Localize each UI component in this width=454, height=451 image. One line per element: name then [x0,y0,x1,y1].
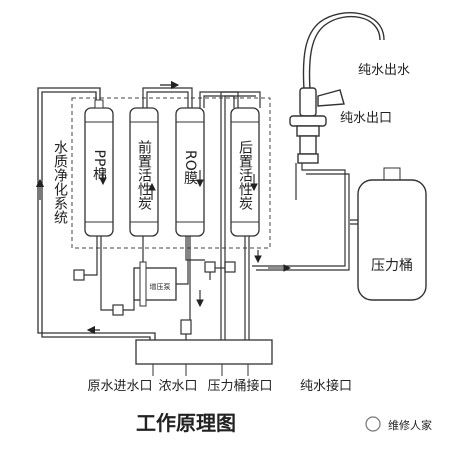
port-raw-in: 原水进水口 [87,379,152,394]
system-dashed-box [71,97,271,249]
port-concentrate: 浓水口 [158,379,197,394]
pressure-tank-label: 压力桶 [371,258,413,274]
pressure-tank-shape [357,167,427,301]
lower-piping [73,236,236,340]
filter-label-ro: RO膜 [182,150,198,185]
svg-text:增压泵: 增压泵 [150,282,171,291]
filter-pp [84,99,114,237]
svg-text:维修人家: 维修人家 [388,418,432,432]
faucet [289,12,385,164]
faucet-outflow-label: 纯水出水 [358,63,410,78]
filter-pre-carbon [129,107,159,237]
system-label: 水质净化系统 [52,140,68,225]
diagram-title: 工作原理图 [136,411,236,435]
top-connectors [142,87,239,108]
port-pure: 纯水接口 [300,378,352,394]
filter-post-carbon [230,107,260,237]
booster-pump: 增压泵 [133,261,177,307]
output-piping [220,91,380,340]
faucet-port-label: 纯水出口 [340,111,392,126]
filter-label-pre-carbon: 前置活性炭 [136,139,152,210]
base-platform [135,339,273,365]
wechat-icon [365,416,381,432]
filter-label-pp: PP棉 [91,150,107,181]
watermark: 维修人家 [365,416,432,432]
filter-label-post-carbon: 后置活性炭 [237,140,253,210]
port-tank: 压力桶接口 [207,378,272,394]
port-leaders [152,364,249,376]
raw-water-pipe [37,87,156,340]
